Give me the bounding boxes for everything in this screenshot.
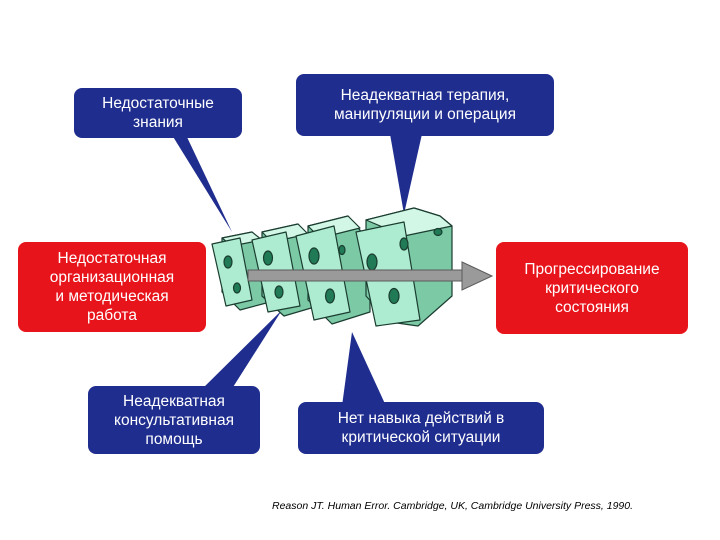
pointer-no-skill — [342, 332, 386, 406]
pointer-inadequate-therapy — [390, 134, 422, 214]
label-inadequate-therapy: Неадекватная терапия, манипуляции и опер… — [296, 74, 554, 136]
label-inadequate-consult: Неадекватная консультативная помощь — [88, 386, 260, 454]
citation: Reason JT. Human Error. Cambridge, UK, C… — [272, 500, 634, 512]
label-no-skill-critical: Нет навыка действий в критической ситуац… — [298, 402, 544, 454]
cheese-slices — [211, 207, 453, 327]
label-insufficient-knowledge: Недостаточные знания — [74, 88, 242, 138]
trajectory-arrow — [247, 261, 494, 291]
pointer-insufficient-knowledge — [172, 135, 232, 232]
pointer-inadequate-consult — [196, 310, 282, 395]
label-critical-progression: Прогрессирование критического состояния — [496, 242, 688, 334]
label-insufficient-org-work: Недостаточная организационная и методиче… — [18, 242, 206, 332]
